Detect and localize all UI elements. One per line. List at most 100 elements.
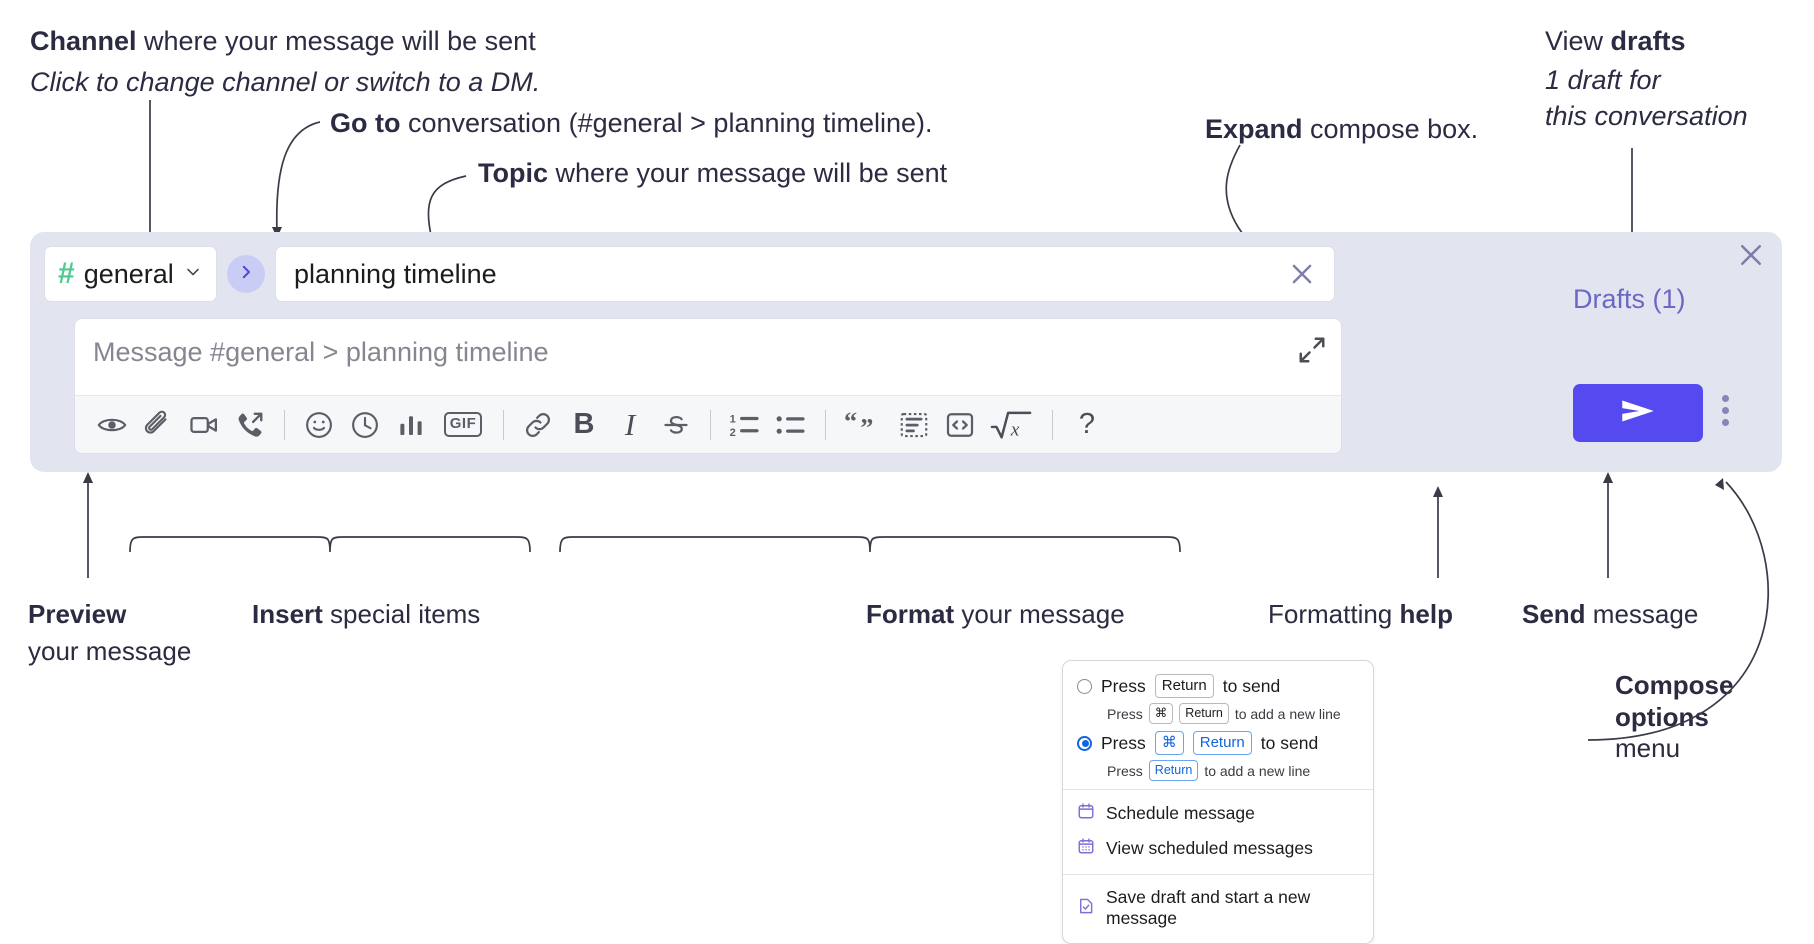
emoji-button[interactable] — [296, 403, 342, 447]
annotation-preview-bold: Preview — [28, 599, 127, 629]
message-placeholder: Message #general > planning timeline — [93, 337, 549, 367]
topic-value: planning timeline — [294, 258, 497, 289]
topic-input[interactable]: planning timeline — [275, 246, 1335, 302]
send-option-return[interactable]: Press Return to send Press ⌘ Return to a… — [1063, 671, 1373, 725]
send-button[interactable] — [1573, 384, 1703, 442]
annotation-topic-bold: Topic — [478, 158, 548, 188]
svg-text:2: 2 — [730, 427, 736, 439]
menu-item-save-draft[interactable]: Save draft and start a new message — [1063, 881, 1373, 935]
option-cmd-pre: Press — [1101, 732, 1146, 753]
send-option-cmd-return[interactable]: Press ⌘ Return to send Press Return to a… — [1063, 728, 1373, 782]
reminder-button[interactable] — [342, 403, 388, 447]
code-block-button[interactable] — [891, 403, 937, 447]
formatting-toolbar: GIF B I — [75, 395, 1341, 453]
option-return-sub-pre: Press — [1107, 705, 1143, 722]
radio-return[interactable] — [1077, 678, 1092, 694]
video-clip-button[interactable] — [181, 403, 227, 447]
question-mark-icon: ? — [1078, 408, 1096, 440]
annotation-preview-rest: your message — [28, 636, 192, 667]
menu-divider-2 — [1063, 874, 1373, 876]
close-compose-button[interactable] — [1736, 240, 1766, 275]
strikethrough-button[interactable] — [653, 403, 699, 447]
audio-clip-button[interactable] — [227, 403, 273, 447]
annotation-send-rest: message — [1585, 599, 1699, 629]
menu-divider-1 — [1063, 789, 1373, 791]
menu-item-schedule-label: Schedule message — [1106, 803, 1255, 824]
italic-label: I — [624, 407, 636, 442]
drafts-link[interactable]: Drafts (1) — [1573, 284, 1686, 314]
key-return-newline: Return — [1148, 760, 1199, 782]
annotation-preview: Preview your message — [28, 598, 191, 669]
menu-item-save-draft-label: Save draft and start a new message — [1106, 887, 1311, 929]
annotation-drafts-bold: drafts — [1610, 26, 1686, 56]
annotation-topic-rest: where your message will be sent — [548, 158, 948, 188]
gif-button[interactable]: GIF — [434, 403, 492, 447]
channel-name: general — [83, 258, 174, 289]
vertical-ellipsis-icon-dot-2 — [1722, 407, 1729, 414]
annotation-format-rest: your message — [954, 599, 1125, 629]
option-cmd-sub-pre: Press — [1107, 762, 1143, 779]
divider-2 — [503, 409, 504, 440]
annotation-help-bold: help — [1399, 599, 1453, 629]
italic-button[interactable]: I — [607, 403, 653, 447]
annotation-expand-bold: Expand — [1205, 114, 1303, 144]
calendar-list-icon — [1077, 837, 1095, 860]
annotation-expand-rest: compose box. — [1302, 114, 1479, 144]
annotation-help: Formatting help — [1268, 598, 1453, 631]
menu-item-schedule-message[interactable]: Schedule message — [1063, 796, 1373, 831]
annotation-goto-rest: conversation (#general > planning timeli… — [400, 108, 933, 138]
key-return-sub: Return — [1179, 703, 1229, 725]
option-cmd-sub-post: to add a new line — [1204, 762, 1311, 779]
hash-icon: # — [58, 257, 75, 290]
radio-cmd-return[interactable] — [1077, 735, 1092, 751]
divider-5 — [1052, 409, 1053, 440]
bold-button[interactable]: B — [561, 403, 607, 447]
divider-1 — [284, 409, 285, 440]
divider-4 — [825, 409, 826, 440]
annotation-channel-bold: Channel — [30, 26, 137, 56]
annotation-compose-options-rest: menu — [1615, 733, 1681, 764]
message-input-area[interactable]: Message #general > planning timeline — [74, 318, 1342, 454]
annotation-insert-bold: Insert — [252, 599, 323, 629]
annotation-compose-options-bold2: options — [1615, 701, 1709, 732]
gif-label: GIF — [443, 412, 483, 437]
annotation-drafts: View drafts 1 draft for this conversatio… — [1545, 24, 1748, 134]
annotation-insert-rest: special items — [322, 599, 481, 629]
calendar-clock-icon — [1077, 802, 1095, 825]
formatting-help-button[interactable]: ? — [1064, 403, 1110, 447]
annotation-send: Send message — [1522, 598, 1698, 631]
annotation-channel: Channel where your message will be sent … — [30, 24, 540, 99]
compose-options-button[interactable] — [1722, 395, 1729, 426]
annotation-drafts-italic2: this conversation — [1545, 101, 1748, 132]
math-button[interactable]: x — [983, 403, 1041, 447]
ordered-list-button[interactable]: 1 2 — [722, 403, 768, 447]
bulleted-list-button[interactable] — [768, 403, 814, 447]
svg-text:“: “ — [844, 410, 857, 436]
vertical-ellipsis-icon-dot-3 — [1722, 419, 1729, 426]
annotation-format: Format your message — [866, 598, 1125, 631]
annotation-channel-rest: where your message will be sent — [136, 26, 536, 56]
attach-button[interactable] — [135, 403, 181, 447]
annotation-compose-options: Compose options menu — [1615, 670, 1733, 765]
bold-label: B — [573, 408, 595, 440]
blockquote-button[interactable]: “ ” — [837, 403, 891, 447]
channel-topic-row: # general planning timeline — [44, 246, 1335, 302]
annotation-insert: Insert special items — [252, 598, 480, 631]
chevron-right-icon — [237, 263, 255, 286]
annotation-help-pre: Formatting — [1268, 599, 1400, 629]
chevron-down-icon — [183, 262, 203, 287]
clear-topic-button[interactable] — [1284, 256, 1320, 292]
compose-options-menu: Press Return to send Press ⌘ Return to a… — [1062, 660, 1374, 944]
channel-selector[interactable]: # general — [44, 246, 217, 302]
link-button[interactable] — [515, 403, 561, 447]
go-to-conversation-button[interactable] — [227, 255, 265, 293]
code-button[interactable] — [937, 403, 983, 447]
annotation-goto: Go to conversation (#general > planning … — [330, 106, 933, 141]
menu-item-view-scheduled[interactable]: View scheduled messages — [1063, 831, 1373, 866]
key-return-selected: Return — [1192, 731, 1252, 756]
preview-button[interactable] — [89, 403, 135, 447]
expand-compose-button[interactable] — [1297, 335, 1327, 370]
annotation-topic: Topic where your message will be sent — [478, 156, 947, 191]
send-paper-plane-icon — [1617, 395, 1659, 432]
poll-button[interactable] — [388, 403, 434, 447]
